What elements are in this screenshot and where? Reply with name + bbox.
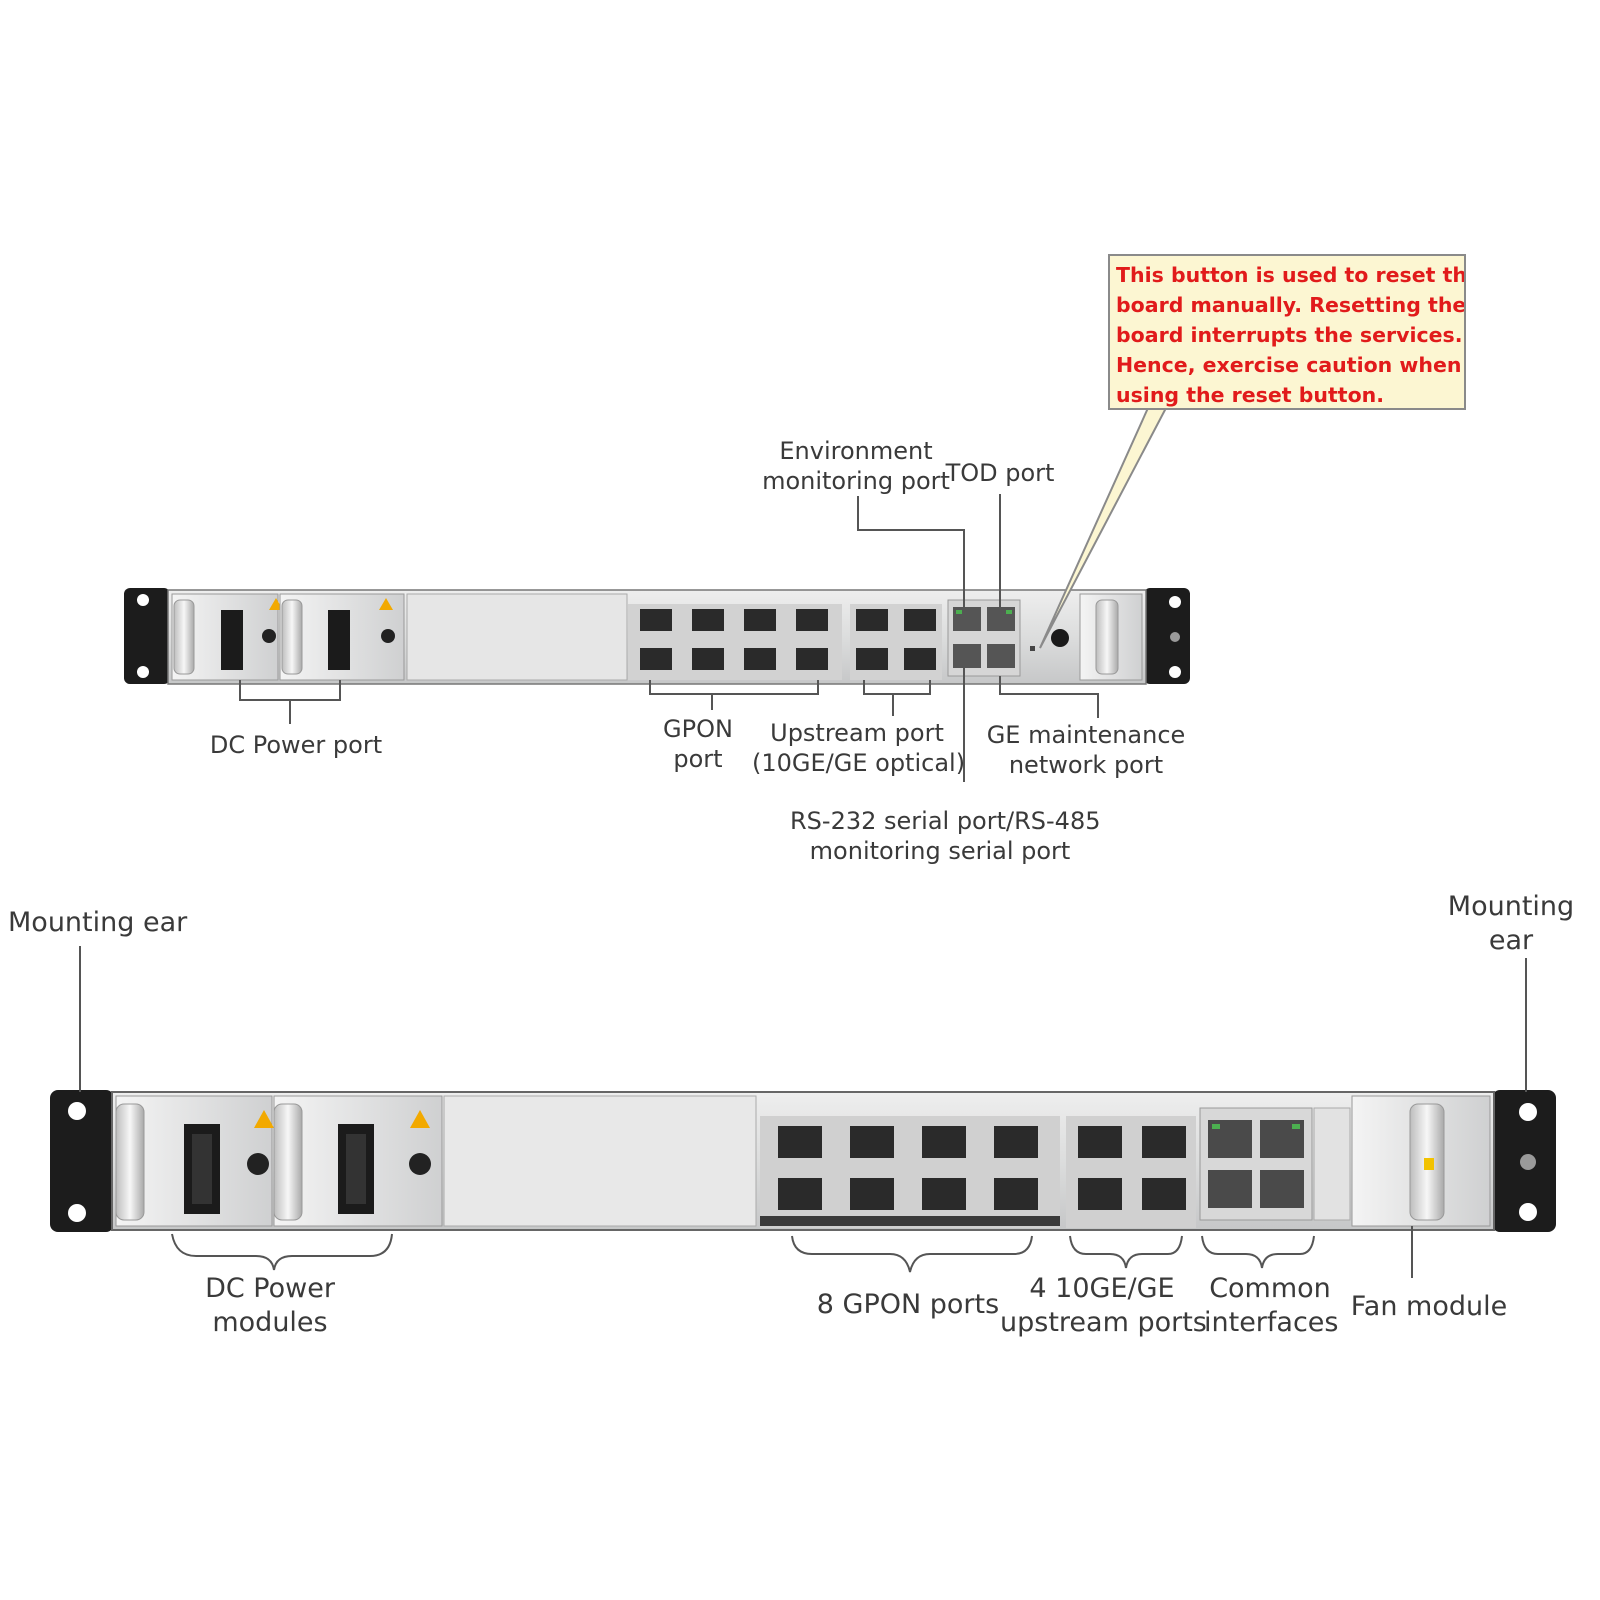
callout-line-5: using the reset button. — [1116, 383, 1385, 407]
top-power-module-2 — [279, 593, 405, 681]
bottom-power-module-1 — [115, 1095, 274, 1227]
label-upstream-ports: 4 10GE/GE upstream ports — [1000, 1273, 1207, 1338]
top-left-mounting-ear — [124, 588, 170, 684]
reset-button-callout: This button is used to reset the board m… — [1108, 254, 1466, 410]
label-mounting-ear-right: Mounting ear — [1447, 891, 1575, 956]
callout-line-3: board interrupts the services. — [1116, 323, 1463, 347]
top-right-mounting-ear — [1144, 588, 1190, 684]
callout-line-1: This button is used to reset the — [1116, 263, 1466, 287]
top-fan-module — [1079, 593, 1143, 681]
top-gpon-ports — [628, 604, 842, 680]
label-rs232-rs485-serial-port: RS-232 serial port/RS-485 monitoring ser… — [790, 807, 1101, 865]
bottom-left-mounting-ear — [50, 1090, 114, 1232]
callout-line-2: board manually. Resetting the — [1116, 293, 1466, 317]
top-power-module-1 — [171, 593, 283, 681]
label-common-interfaces: Common interfaces — [1204, 1273, 1339, 1338]
top-chassis — [124, 588, 1190, 685]
bottom-upstream-ports — [1066, 1116, 1196, 1228]
label-environment-monitoring-port: Environment monitoring port — [762, 437, 950, 495]
bottom-leader-lines — [79, 946, 1527, 1278]
top-upstream-ports — [850, 604, 942, 680]
bottom-common-interfaces — [1199, 1107, 1313, 1221]
label-dc-power-modules: DC Power modules — [205, 1273, 335, 1338]
top-reset-button — [1030, 646, 1035, 651]
label-8-gpon-ports: 8 GPON ports — [816, 1289, 1000, 1320]
label-fan-module: Fan module — [1350, 1291, 1508, 1322]
label-dc-power-port: DC Power port — [209, 731, 383, 759]
top-rj45-ports — [947, 599, 1021, 677]
label-tod-port: TOD port — [945, 459, 1055, 487]
top-leader-lines — [239, 494, 1099, 782]
bottom-chassis — [50, 1090, 1556, 1232]
callout-line-4: Hence, exercise caution when — [1116, 353, 1462, 377]
bottom-gpon-ports — [760, 1116, 1060, 1228]
bottom-power-module-2 — [273, 1095, 443, 1227]
bottom-fan-module — [1351, 1095, 1491, 1227]
label-mounting-ear-left: Mounting ear — [8, 907, 188, 938]
label-upstream-port: Upstream port (10GE/GE optical) — [752, 719, 966, 777]
label-ge-maintenance-network-port: GE maintenance network port — [986, 721, 1186, 779]
label-gpon-port: GPON port — [663, 715, 733, 773]
